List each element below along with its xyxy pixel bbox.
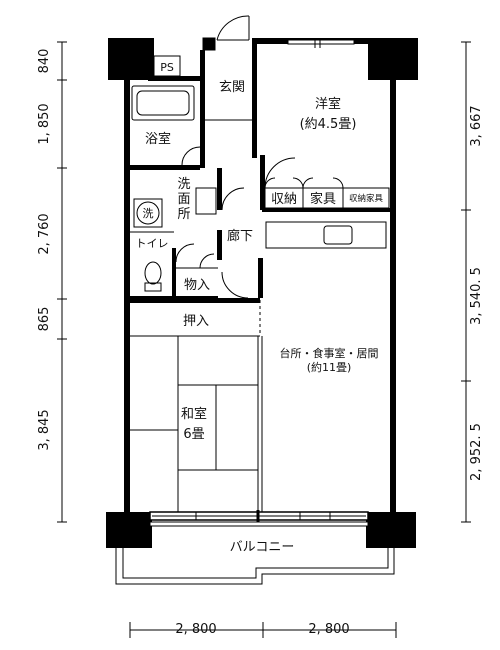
room-ps: PS xyxy=(160,61,174,74)
room-yoshitsu: 洋室 xyxy=(315,96,341,112)
right-dimension-line xyxy=(461,41,471,523)
dim-bottom-left: 2, 800 xyxy=(175,622,216,637)
room-yokushitsu: 浴室 xyxy=(145,131,171,147)
toilet-door-swing xyxy=(175,243,195,263)
room-senmenjo-2: 面 xyxy=(177,192,190,207)
balcony xyxy=(115,545,395,585)
room-toilet: トイレ xyxy=(136,237,169,250)
toilet-icon xyxy=(144,261,162,292)
western-door-swing xyxy=(264,157,296,189)
washer-base xyxy=(133,198,163,228)
bottom-dimension-line xyxy=(129,622,397,638)
pillars xyxy=(106,38,418,548)
window-top xyxy=(287,38,355,48)
dim-right-2952: 2, 952. 5 xyxy=(469,423,484,481)
corridor-door-swing xyxy=(221,271,249,299)
room-washitsu-size: 6畳 xyxy=(183,427,204,442)
washing-machine-icon xyxy=(136,201,160,225)
washbasin xyxy=(195,187,217,215)
monoire-door-swing xyxy=(199,253,215,269)
room-yoshitsu-size: (約4.5畳) xyxy=(300,117,357,132)
dim-left-1850: 1, 850 xyxy=(37,103,52,144)
ps-box xyxy=(153,55,181,77)
window-bottom xyxy=(149,510,369,527)
storage-units xyxy=(264,177,390,209)
fusuma-partition xyxy=(257,300,263,512)
tatami-mats xyxy=(130,336,258,512)
dim-left-2760: 2, 760 xyxy=(37,213,52,254)
room-monoire: 物入 xyxy=(184,278,210,293)
kitchen-counter xyxy=(265,221,387,249)
room-ldk: 台所・食事室・居間 xyxy=(280,346,379,360)
room-roka: 廊下 xyxy=(227,228,253,244)
dim-left-840: 840 xyxy=(37,49,52,74)
bathtub xyxy=(131,85,195,121)
storage-shuno: 収納 xyxy=(271,192,297,207)
room-oshiire: 押入 xyxy=(183,314,209,329)
dim-right-3540: 3, 540. 5 xyxy=(469,267,484,325)
entrance-door xyxy=(202,15,250,51)
left-dimension-line xyxy=(57,41,67,523)
room-genkan: 玄関 xyxy=(219,80,245,95)
storage-shuno-kagu: 収納家具 xyxy=(349,193,384,204)
dim-left-865: 865 xyxy=(37,307,52,332)
room-senmenjo-1: 洗 xyxy=(177,177,190,192)
washer-label: 洗 xyxy=(143,207,154,220)
washroom-door-swing xyxy=(221,187,245,211)
room-ldk-size: (約11畳) xyxy=(307,360,352,374)
dim-bottom-right: 2, 800 xyxy=(308,622,349,637)
bath-door-swing xyxy=(181,146,201,166)
dim-right-3667: 3, 667 xyxy=(469,105,484,146)
balcony-label: バルコニー xyxy=(230,540,295,555)
dim-left-3845: 3, 845 xyxy=(37,409,52,450)
interior-walls xyxy=(126,38,392,303)
room-washitsu: 和室 xyxy=(181,406,207,422)
storage-kagu: 家具 xyxy=(310,191,336,207)
room-senmenjo-3: 所 xyxy=(177,207,190,222)
